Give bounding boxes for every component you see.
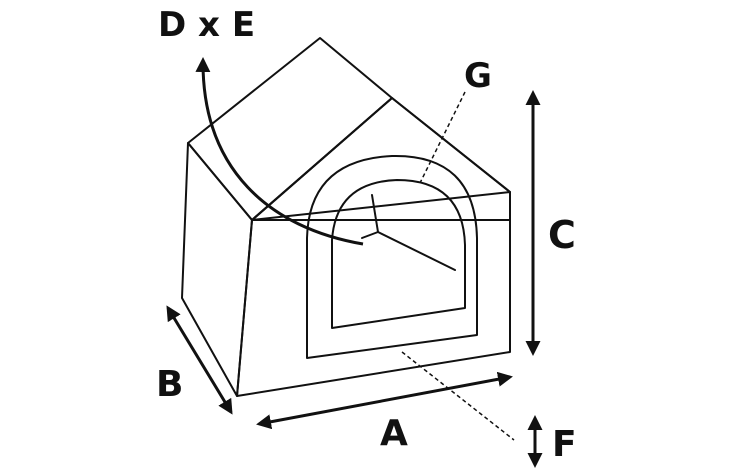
interior-wall-edge: [361, 231, 379, 239]
label-g: G: [464, 56, 492, 96]
roof-left-slope: [187, 37, 393, 221]
dxe-curved-arrow: [195, 57, 364, 246]
label-c: C: [548, 213, 576, 257]
label-b: B: [156, 364, 183, 405]
house-front-wall: [236, 191, 511, 397]
b-dimension-arrow: [166, 305, 233, 415]
label-a: A: [380, 413, 408, 454]
f-leader-line: [401, 351, 515, 441]
door-opening: [331, 179, 466, 329]
a-dimension-arrow: [256, 371, 513, 430]
label-dxe: D x E: [158, 5, 255, 45]
house-side-wall: [181, 142, 253, 397]
label-f: F: [552, 424, 577, 465]
front-gable-edge: [251, 97, 511, 221]
g-leader-line: [419, 91, 466, 184]
door-frame-outer: [306, 154, 478, 359]
